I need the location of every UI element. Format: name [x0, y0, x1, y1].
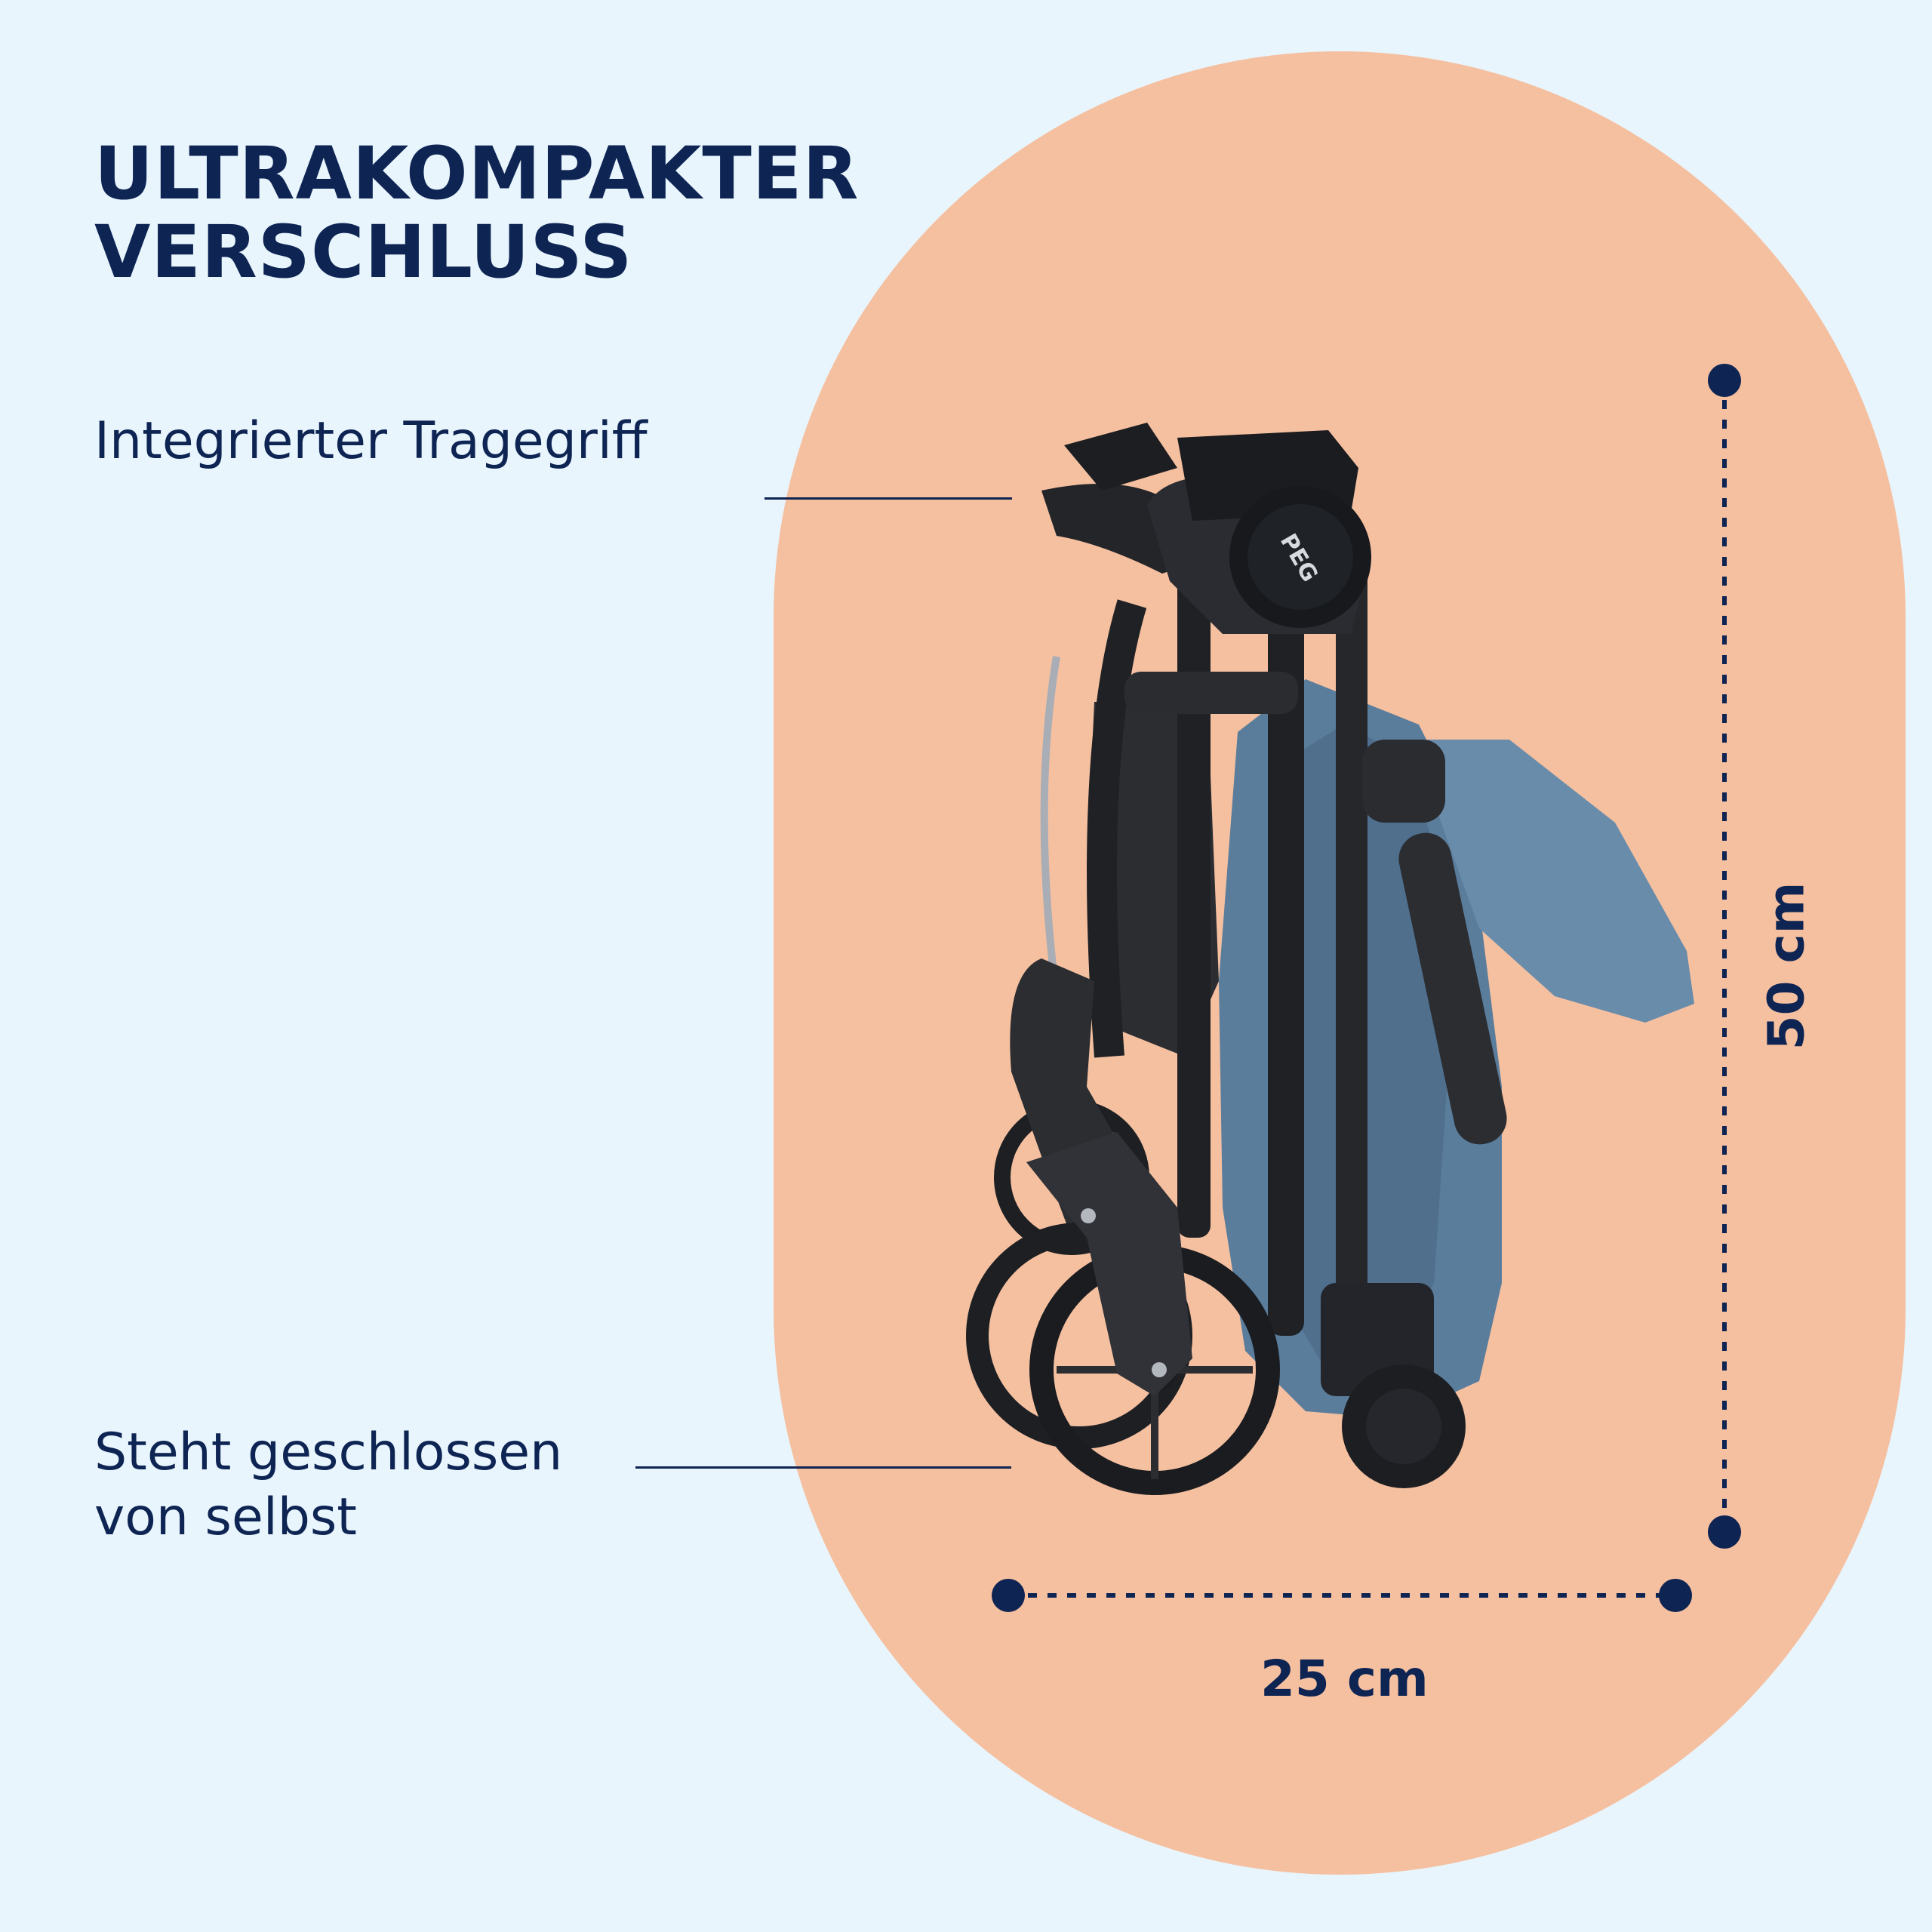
callout-self-standing-line-2: von selbst — [94, 1487, 357, 1547]
width-left-dot — [992, 1579, 1025, 1612]
width-dimension-line — [992, 1579, 1692, 1612]
rear-wheel — [1321, 1283, 1466, 1488]
width-right-dot — [1659, 1579, 1692, 1612]
carry-handle: PEG — [1041, 423, 1371, 634]
leader-line-carry-handle — [764, 497, 1012, 500]
page-title: ULTRAKOMPAKTER VERSCHLUSS — [94, 134, 859, 291]
callout-self-standing: Steht geschlossen von selbst — [94, 1420, 562, 1550]
title-line-1: ULTRAKOMPAKTER — [94, 131, 860, 216]
height-dimension-line — [1708, 364, 1741, 1549]
height-top-dot — [1708, 364, 1741, 397]
leader-line-self-standing — [635, 1466, 1011, 1469]
width-label: 25 cm — [1260, 1650, 1429, 1708]
stroller-frame — [1087, 543, 1507, 1366]
callout-carry-handle-text: Integrierter Tragegriff — [94, 411, 648, 471]
callout-self-standing-line-1: Steht geschlossen — [94, 1423, 563, 1482]
height-label: 50 cm — [1757, 881, 1816, 1051]
title-line-2: VERSCHLUSS — [94, 210, 633, 294]
front-wheels — [966, 958, 1280, 1495]
height-bottom-dot — [1708, 1515, 1741, 1549]
callout-carry-handle: Integrierter Tragegriff — [94, 409, 648, 474]
